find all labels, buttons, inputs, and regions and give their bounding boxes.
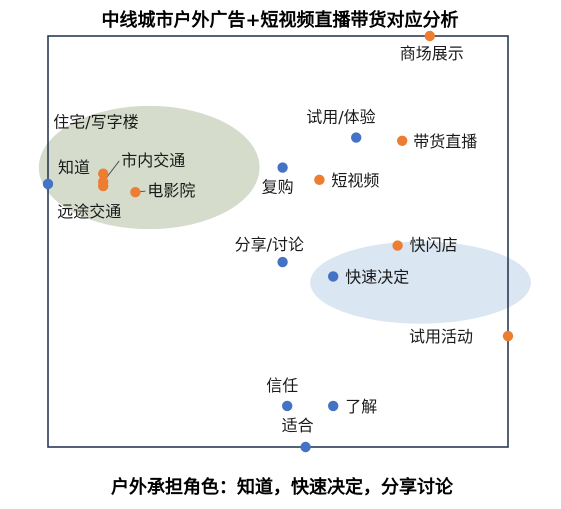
point-orange	[314, 174, 325, 186]
point-orange	[502, 330, 514, 342]
point-label: 知道	[58, 158, 90, 177]
point-blue	[300, 441, 311, 453]
point-label: 试用活动	[409, 327, 473, 346]
point-label: 市内交通	[121, 151, 185, 170]
point-blue	[282, 400, 293, 412]
data-points	[42, 30, 514, 453]
point-blue	[351, 132, 362, 143]
cluster-ellipse-blue	[310, 241, 531, 324]
point-label: 适合	[282, 416, 314, 435]
point-orange	[392, 240, 403, 251]
point-blue	[277, 256, 288, 268]
point-label: 信任	[266, 376, 298, 395]
cluster-ellipses	[38, 105, 531, 324]
chart-caption: 户外承担角色：知道，快速决定，分享讨论	[111, 476, 454, 498]
point-orange	[424, 30, 435, 42]
point-label: 复购	[262, 178, 294, 197]
point-label: 商场展示	[400, 44, 464, 63]
point-label: 分享/讨论	[235, 235, 304, 254]
cluster-ellipse-green	[38, 105, 260, 230]
chart-title: 中线城市户外广告+短视频直播带货对应分析	[101, 9, 458, 31]
point-blue	[328, 400, 339, 412]
point-label: 短视频	[331, 171, 379, 190]
point-label: 快闪店	[410, 236, 458, 255]
point-label: 了解	[345, 397, 377, 416]
point-blue	[328, 271, 339, 282]
point-orange	[130, 186, 141, 198]
point-orange	[397, 135, 408, 147]
point-label: 住宅/写字楼	[53, 113, 138, 132]
plot-frame	[47, 35, 509, 448]
point-label: 带货直播	[413, 132, 477, 151]
point-label: 远途交通	[57, 202, 121, 221]
point-label: 电影院	[147, 181, 195, 200]
point-orange	[98, 168, 109, 179]
point-blue	[42, 178, 54, 190]
point-blue	[277, 162, 288, 173]
point-label: 快速决定	[345, 267, 409, 286]
point-label: 试用/体验	[306, 108, 375, 127]
point-orange	[98, 180, 109, 192]
